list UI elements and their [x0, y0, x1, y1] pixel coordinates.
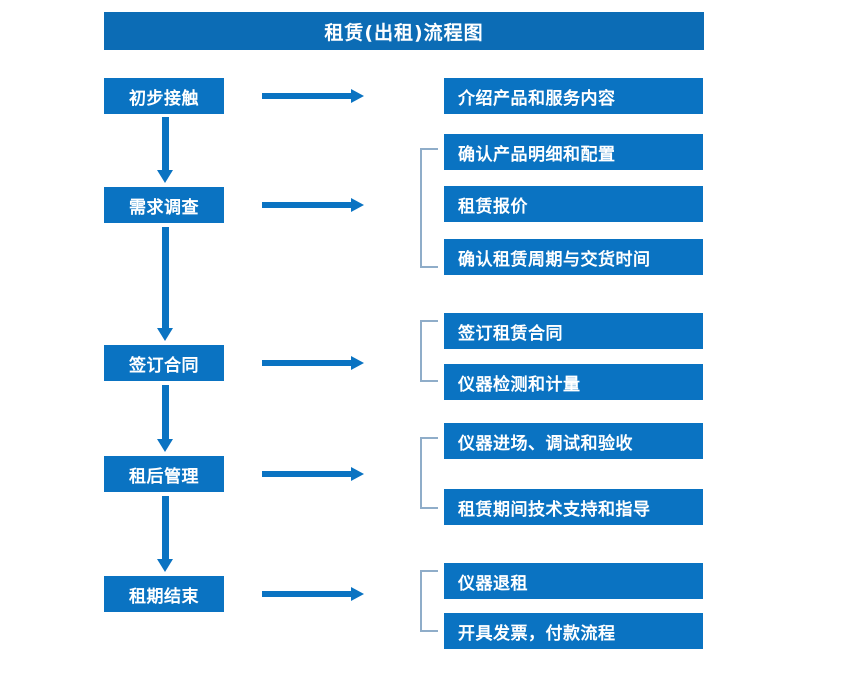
detail-arrow-right-1 — [262, 89, 364, 103]
detail-arrow-right-5 — [262, 587, 364, 601]
detail-box-4[interactable]: 确认租赁周期与交货时间 — [444, 239, 703, 275]
arrowhead-right-icon — [351, 467, 364, 481]
stage-box-1[interactable]: 初步接触 — [104, 78, 224, 114]
arrow-shaft — [162, 117, 169, 170]
detail-box-7[interactable]: 仪器进场、调试和验收 — [444, 423, 703, 459]
arrowhead-down-icon — [157, 439, 173, 452]
arrow-shaft — [162, 496, 169, 559]
detail-box-3[interactable]: 租赁报价 — [444, 186, 703, 222]
arrowhead-right-icon — [351, 198, 364, 212]
group-bracket-2 — [420, 148, 438, 268]
flow-arrow-down-1 — [157, 117, 173, 183]
flow-arrow-down-2 — [157, 227, 173, 341]
arrowhead-down-icon — [157, 328, 173, 341]
detail-box-2[interactable]: 确认产品明细和配置 — [444, 134, 703, 170]
detail-box-1[interactable]: 介绍产品和服务内容 — [444, 78, 703, 114]
arrowhead-down-icon — [157, 170, 173, 183]
arrow-shaft — [162, 385, 169, 439]
arrow-shaft — [262, 471, 352, 477]
arrow-shaft — [162, 227, 169, 328]
group-bracket-5 — [420, 570, 438, 632]
detail-box-9[interactable]: 仪器退租 — [444, 563, 703, 599]
detail-box-6[interactable]: 仪器检测和计量 — [444, 364, 703, 400]
detail-arrow-right-2 — [262, 198, 364, 212]
arrowhead-right-icon — [351, 89, 364, 103]
stage-box-4[interactable]: 租后管理 — [104, 456, 224, 492]
detail-box-5[interactable]: 签订租赁合同 — [444, 313, 703, 349]
flow-arrow-down-3 — [157, 385, 173, 452]
detail-box-10[interactable]: 开具发票，付款流程 — [444, 613, 703, 649]
arrowhead-down-icon — [157, 559, 173, 572]
stage-box-5[interactable]: 租期结束 — [104, 576, 224, 612]
group-bracket-3 — [420, 320, 438, 382]
detail-box-8[interactable]: 租赁期间技术支持和指导 — [444, 489, 703, 525]
group-bracket-4 — [420, 437, 438, 509]
arrow-shaft — [262, 591, 352, 597]
detail-arrow-right-3 — [262, 356, 364, 370]
stage-box-3[interactable]: 签订合同 — [104, 345, 224, 381]
arrow-shaft — [262, 202, 352, 208]
detail-arrow-right-4 — [262, 467, 364, 481]
flow-arrow-down-4 — [157, 496, 173, 572]
arrow-shaft — [262, 93, 352, 99]
arrowhead-right-icon — [351, 356, 364, 370]
arrow-shaft — [262, 360, 352, 366]
flowchart-title: 租赁(出租)流程图 — [104, 12, 704, 50]
arrowhead-right-icon — [351, 587, 364, 601]
stage-box-2[interactable]: 需求调查 — [104, 187, 224, 223]
